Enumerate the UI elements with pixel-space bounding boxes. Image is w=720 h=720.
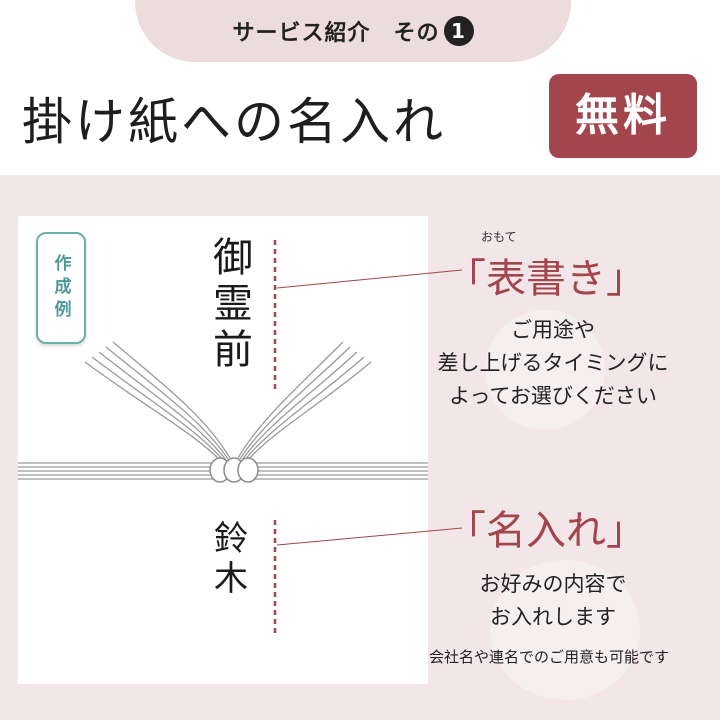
omote-desc-line: ご用途や <box>511 318 595 342</box>
omote-ruby: おもて <box>481 230 517 244</box>
naire-note: 会社名や連名でのご用意も可能です <box>428 648 669 666</box>
omote-desc-line: よってお選びください <box>449 384 657 408</box>
omote-sample-text: 御霊前 <box>199 236 259 396</box>
free-badge: 無料 <box>549 74 697 158</box>
omote-title: 「表書き」 <box>446 256 646 302</box>
section-tab-label: サービス紹介 その <box>232 21 440 46</box>
omote-sample-label: 御霊前 <box>206 236 252 374</box>
omote-leader-line <box>276 269 463 289</box>
naire-description: お好みの内容で お入れします <box>388 568 718 634</box>
glow-top <box>485 310 605 430</box>
name-leader-line <box>276 527 463 546</box>
section-tab: サービス紹介 その 1 <box>135 0 571 62</box>
naire-desc-line: お好みの内容で <box>479 572 627 596</box>
example-badge: 作成例 <box>36 232 86 344</box>
omote-description: ご用途や 差し上げるタイミングに よってお選びください <box>388 314 718 413</box>
example-badge-label: 作成例 <box>50 253 71 323</box>
name-sample-label: 鈴木 <box>207 520 248 600</box>
naire-title: 「名入れ」 <box>446 508 646 554</box>
naire-desc-line: お入れします <box>490 605 616 629</box>
section-number-badge: 1 <box>443 16 474 46</box>
omote-desc-line: 差し上げるタイミングに <box>437 351 669 375</box>
page-title: 掛け紙への名入れ <box>22 93 446 151</box>
knot-icon <box>209 457 259 483</box>
name-sample-text: 鈴木 <box>203 520 253 630</box>
glow-bottom <box>490 560 640 700</box>
noshi-paper-sample <box>18 216 428 684</box>
